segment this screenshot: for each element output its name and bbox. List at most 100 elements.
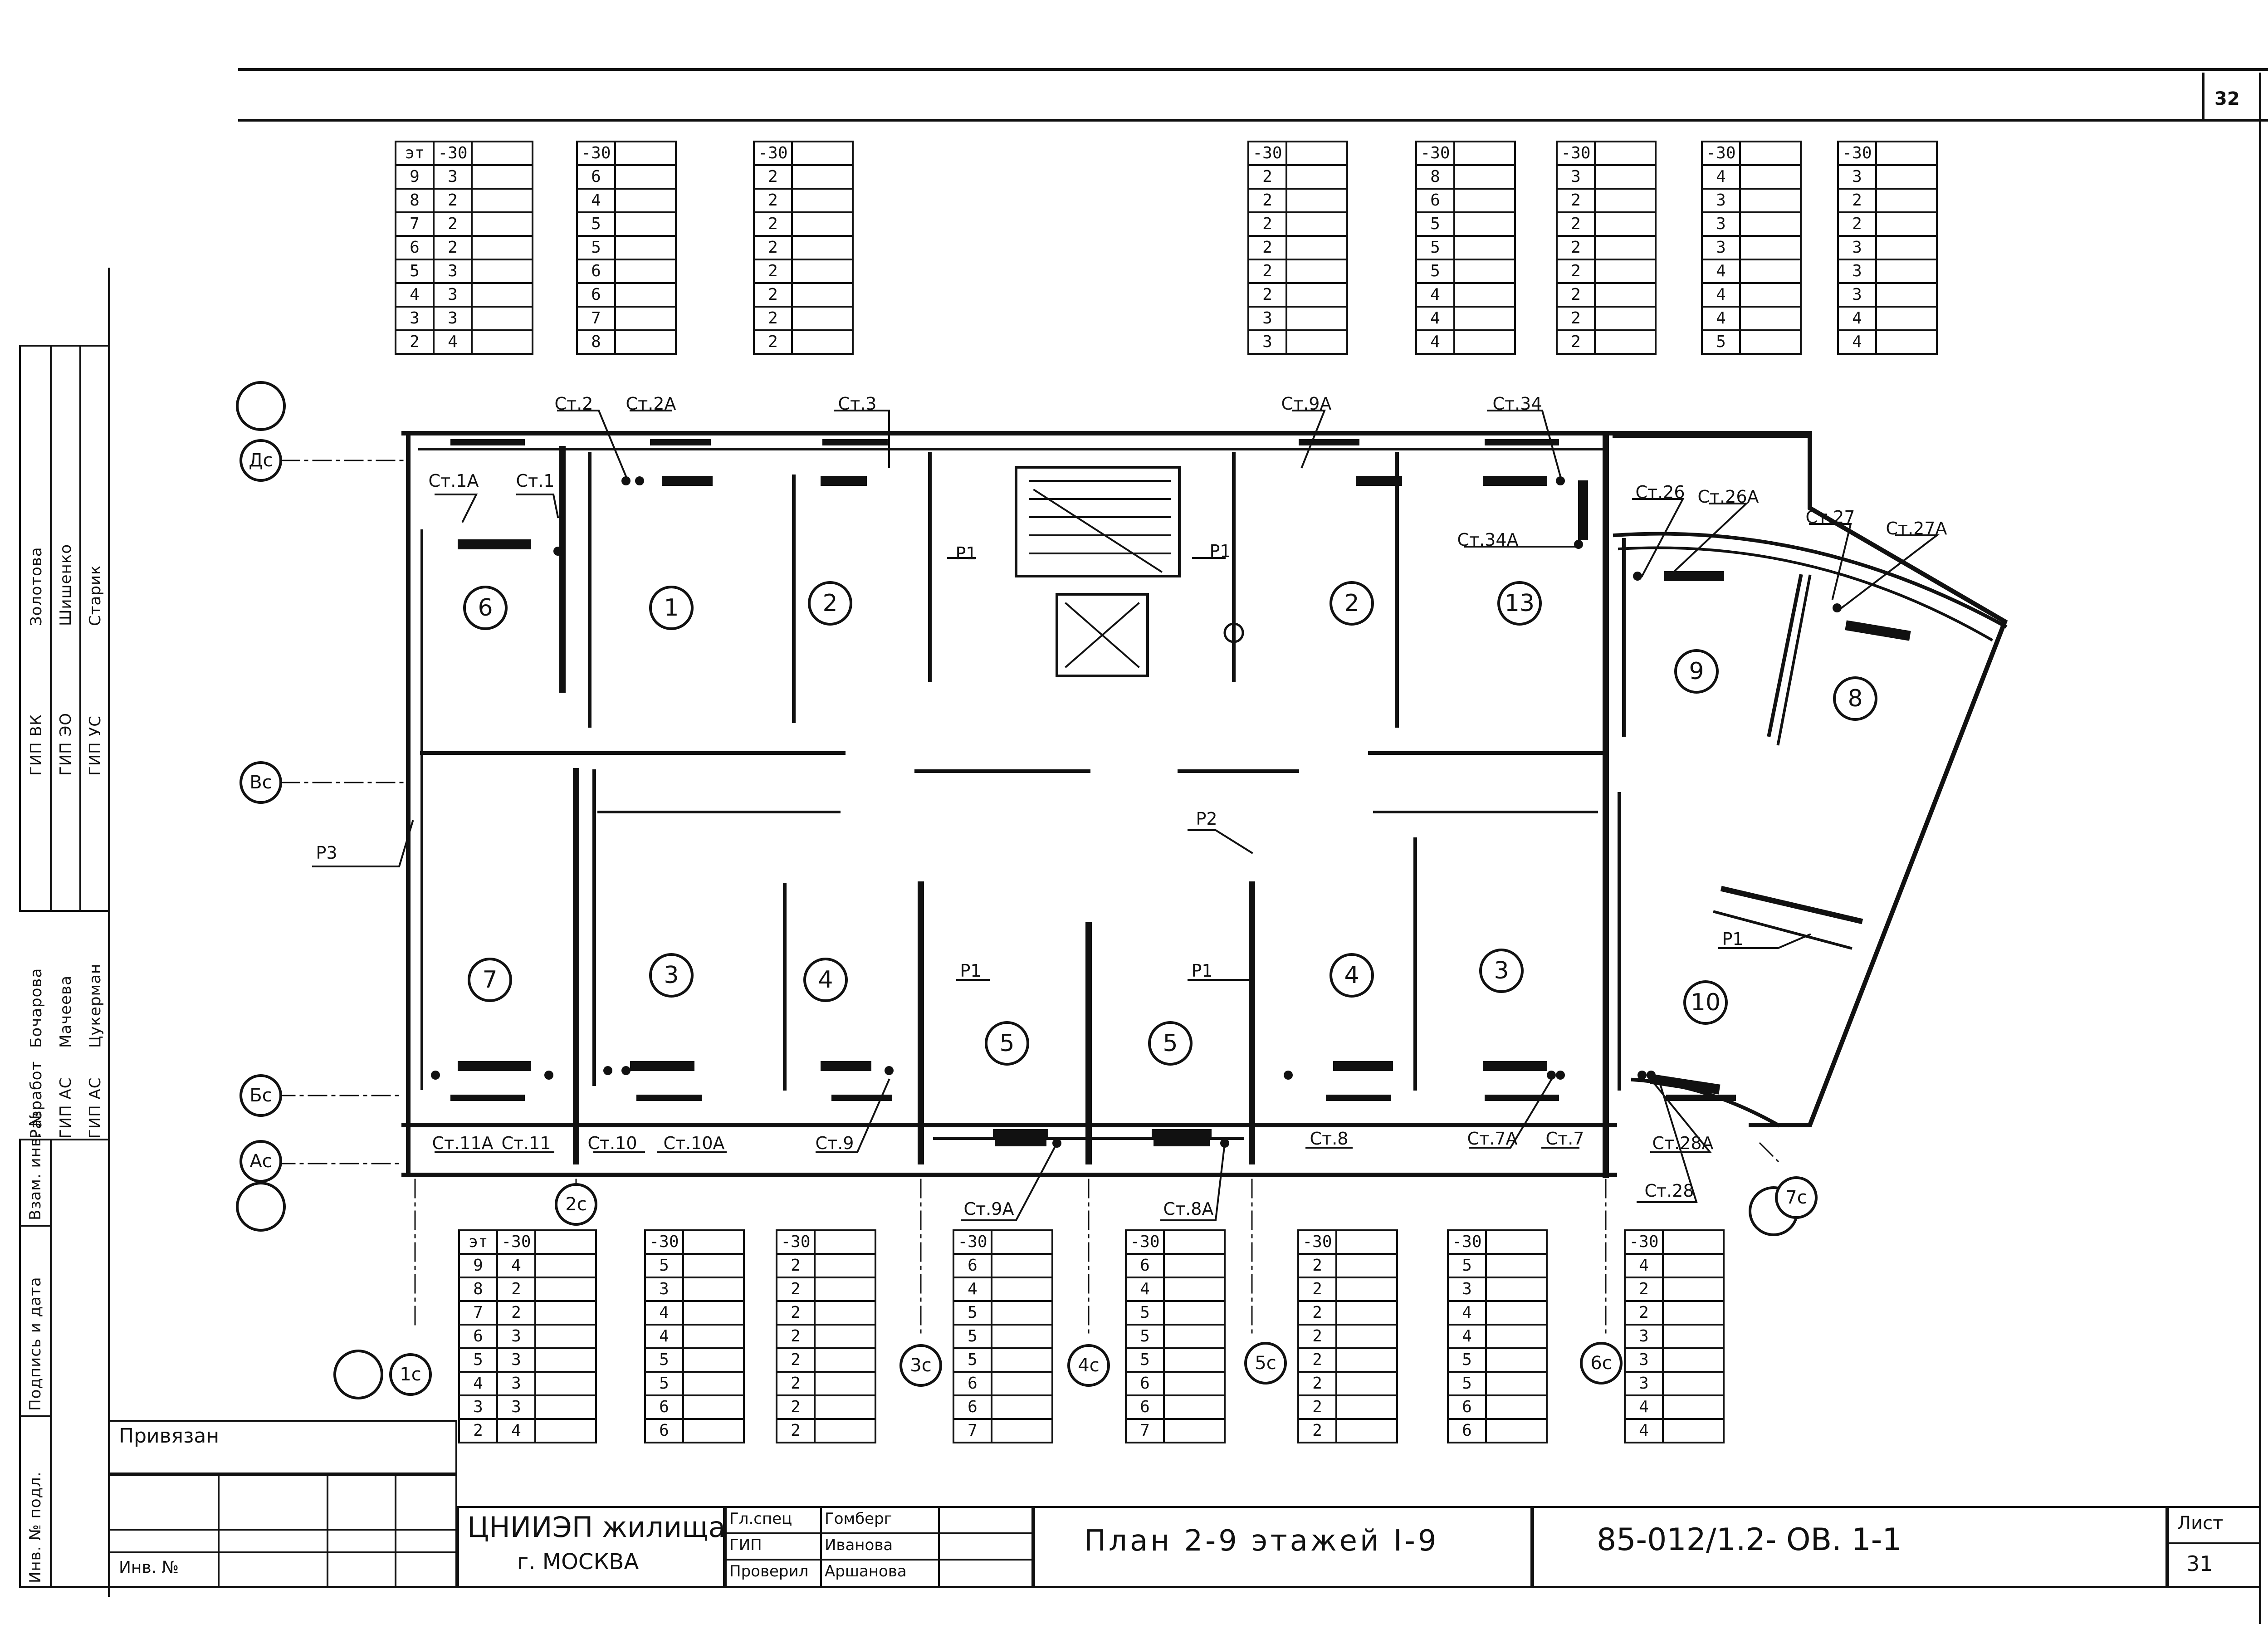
- blank-cell: [471, 211, 533, 237]
- blank-cell: [1335, 1394, 1398, 1420]
- room-number: 13: [1505, 590, 1535, 617]
- blank-cell: [991, 1394, 1053, 1420]
- temperature-header: -30: [1556, 141, 1596, 166]
- blank-cell: [1662, 1229, 1725, 1255]
- heater-count: 8: [1415, 164, 1455, 190]
- temperature-header: -30: [1247, 141, 1287, 166]
- blank-cell: [1662, 1253, 1725, 1278]
- heater-count: 3: [1837, 235, 1877, 260]
- frame-top-line: [238, 68, 2268, 71]
- blank-cell: [534, 1394, 597, 1420]
- room-marker: [1148, 1021, 1193, 1066]
- blank-cell: [1335, 1253, 1398, 1278]
- riser-label: Ст.27: [1805, 507, 1855, 527]
- axis-col-label: 3с: [910, 1355, 931, 1376]
- blank-cell: [471, 164, 533, 190]
- blank-cell: [1875, 329, 1938, 355]
- riser-label: Ст.1: [516, 471, 555, 491]
- axis-col-marker: [1580, 1342, 1623, 1384]
- heater-count: 5: [953, 1347, 992, 1373]
- riser-label: Ст.2А: [626, 394, 676, 414]
- roles-col-1: [820, 1506, 822, 1588]
- heater-count: 2: [1624, 1300, 1664, 1326]
- blank-cell: [1875, 259, 1938, 284]
- role-name: Аршанова: [825, 1562, 907, 1580]
- blank-cell: [614, 211, 677, 237]
- blank-cell: [1485, 1253, 1548, 1278]
- room-marker: [468, 958, 512, 1002]
- heater-count: 2: [1247, 235, 1287, 260]
- heater-count: 4: [1837, 329, 1877, 355]
- heater-count: 5: [1447, 1347, 1487, 1373]
- heater-count: 5: [644, 1253, 684, 1278]
- riser-label: Ст.7: [1546, 1129, 1584, 1149]
- inv-grid-v1: [218, 1474, 220, 1588]
- heater-count: 3: [1556, 164, 1596, 190]
- blank-cell: [791, 329, 854, 355]
- blank-cell: [1485, 1347, 1548, 1373]
- heater-count: 2: [776, 1371, 816, 1396]
- blank-cell: [1335, 1371, 1398, 1396]
- riser-label: Ст.28: [1644, 1181, 1694, 1201]
- blank-cell: [991, 1229, 1053, 1255]
- heater-count: 2: [1556, 188, 1596, 213]
- room-marker: [1833, 676, 1877, 721]
- blank-cell: [534, 1324, 597, 1349]
- heater-count: 3: [1837, 259, 1877, 284]
- room-number: 2: [1344, 590, 1359, 617]
- blank-cell: [1739, 259, 1802, 284]
- heater-count: 6: [1125, 1253, 1165, 1278]
- bound-cell: [108, 1420, 457, 1474]
- heater-count: 2: [753, 282, 793, 308]
- temperature-header: -30: [1447, 1229, 1487, 1255]
- blank-cell: [1485, 1229, 1548, 1255]
- blank-cell: [1594, 306, 1657, 331]
- inv-grid-h2: [108, 1551, 457, 1553]
- stamp-name: Мачеева: [57, 975, 75, 1048]
- stair-core: [1015, 466, 1181, 577]
- heater-count: 4: [1624, 1253, 1664, 1278]
- pipe-label: Р1: [1722, 929, 1743, 949]
- blank-cell: [814, 1277, 876, 1302]
- heater-count: 4: [1415, 306, 1455, 331]
- blank-cell: [791, 259, 854, 284]
- blank-cell: [814, 1253, 876, 1278]
- heater-count: 2: [1297, 1253, 1337, 1278]
- role-title: ГИП: [729, 1536, 762, 1554]
- floor-number: 9: [458, 1253, 498, 1278]
- stamp-inv-row-2: [19, 1415, 51, 1417]
- blank-cell: [1163, 1394, 1226, 1420]
- riser-label: Ст.3: [838, 394, 877, 414]
- drawing-title-cell: [1033, 1506, 1532, 1588]
- axis-row-label: Бс: [249, 1085, 272, 1106]
- blank-cell: [614, 235, 677, 260]
- stamp-role: ГИП АС: [86, 1077, 104, 1139]
- heater-count: 5: [1447, 1371, 1487, 1396]
- heater-count: 3: [1701, 188, 1741, 213]
- blank-cell: [1739, 188, 1802, 213]
- frame-right-line: [2259, 73, 2261, 1624]
- blank-cell: [814, 1418, 876, 1443]
- blank-cell: [534, 1300, 597, 1326]
- temperature-header: -30: [433, 141, 473, 166]
- blank-cell: [471, 306, 533, 331]
- room-marker: [1479, 949, 1524, 993]
- blank-cell: [1875, 211, 1938, 237]
- heater-count: 2: [1837, 188, 1877, 213]
- role-name: Гомберг: [825, 1510, 892, 1528]
- chute-circle: [1223, 622, 1244, 643]
- blank-cell: [1286, 306, 1348, 331]
- heater-count: 2: [776, 1324, 816, 1349]
- heater-count: 3: [496, 1324, 536, 1349]
- list-number: 31: [2186, 1551, 2213, 1576]
- blank-cell: [791, 141, 854, 166]
- axis-col-label: 4с: [1078, 1355, 1099, 1376]
- heater-count: 2: [753, 211, 793, 237]
- heater-count: 6: [1415, 188, 1455, 213]
- heater-count: 2: [433, 235, 473, 260]
